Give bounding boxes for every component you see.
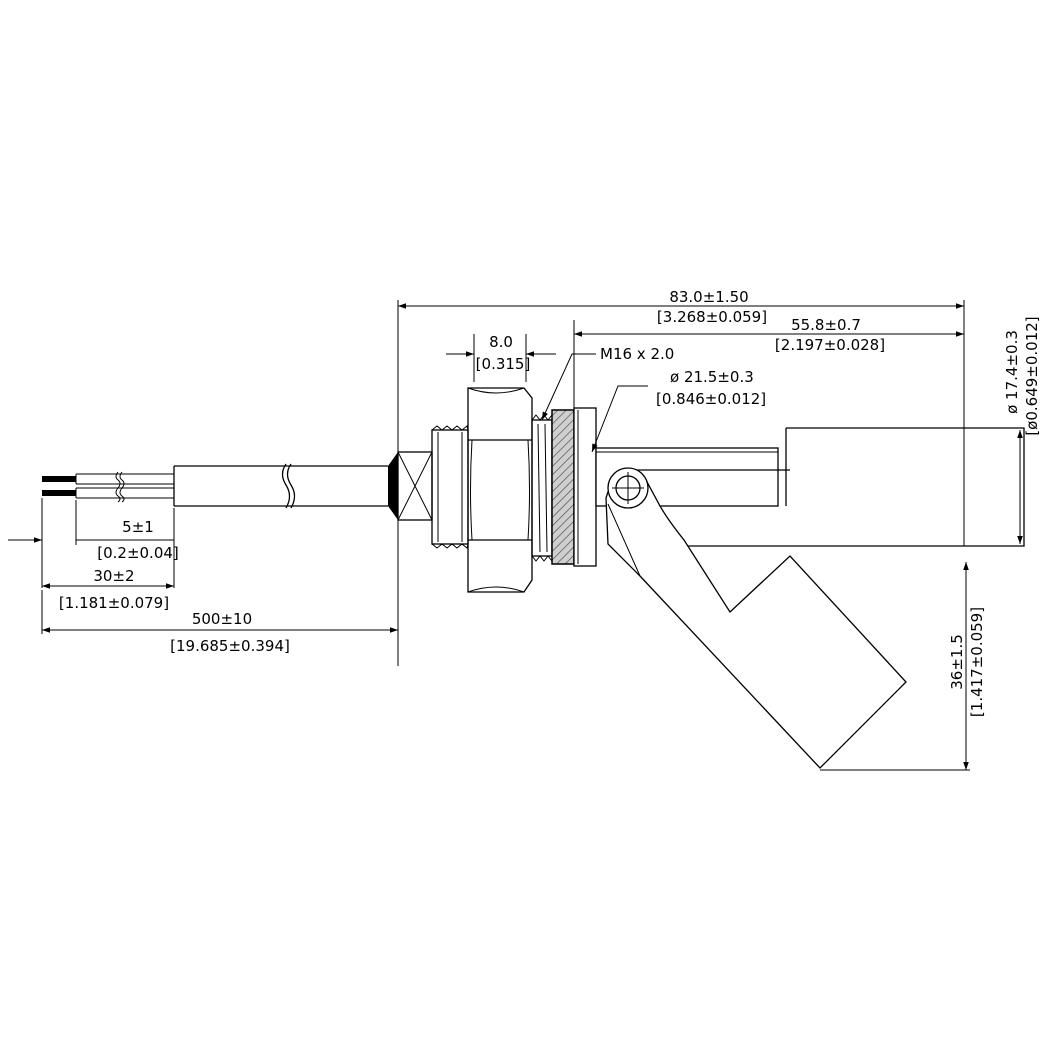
gasket [551,409,575,565]
cable-length-imperial: [19.685±0.394] [170,637,290,655]
insulated-conductors [75,471,174,503]
jacket-strip-metric: 30±2 [93,567,134,585]
gasket-diameter-metric: ø 21.5±0.3 [670,368,754,386]
nut-width-metric: 8.0 [489,333,513,351]
wire-strip-metric: 5±1 [122,518,154,536]
jacket-strip-imperial: [1.181±0.079] [59,594,169,612]
flange [573,407,597,567]
hex-nut [467,387,533,593]
thread-label: M16 x 2.0 [600,345,674,363]
rear-thread [431,425,469,549]
strain-relief [388,452,398,520]
cable-jacket [173,463,388,509]
leader-thread [541,353,596,421]
overall-length-imperial: [3.268±0.059] [657,308,767,326]
cable [42,452,398,520]
dimension-lines [8,300,1023,771]
leader-gasket [591,385,648,453]
cable-length-metric: 500±10 [192,610,252,628]
overall-length-metric: 83.0±1.50 [669,288,748,306]
float-drop-metric: 36±1.5 [948,634,966,690]
float-length-metric: 55.8±0.7 [791,316,861,334]
float-length-imperial: [2.197±0.028] [775,336,885,354]
wire-strip-imperial: [0.2±0.04] [97,544,179,562]
float-assembly [605,427,1025,769]
front-thread [531,414,553,562]
gasket-diameter-imperial: [0.846±0.012] [656,390,766,408]
float-diameter-imperial: [ø0.649±0.012] [1023,316,1041,435]
float-diameter-metric: ø 17.4±0.3 [1003,330,1021,414]
float-lever [605,468,907,769]
dimension-labels: 83.0±1.50 [3.268±0.059] 55.8±0.7 [2.197±… [59,288,1041,717]
exposed-wires [42,476,76,496]
float-drop-imperial: [1.417±0.059] [968,607,986,717]
nut-width-imperial: [0.315] [476,355,531,373]
housing [397,387,779,593]
